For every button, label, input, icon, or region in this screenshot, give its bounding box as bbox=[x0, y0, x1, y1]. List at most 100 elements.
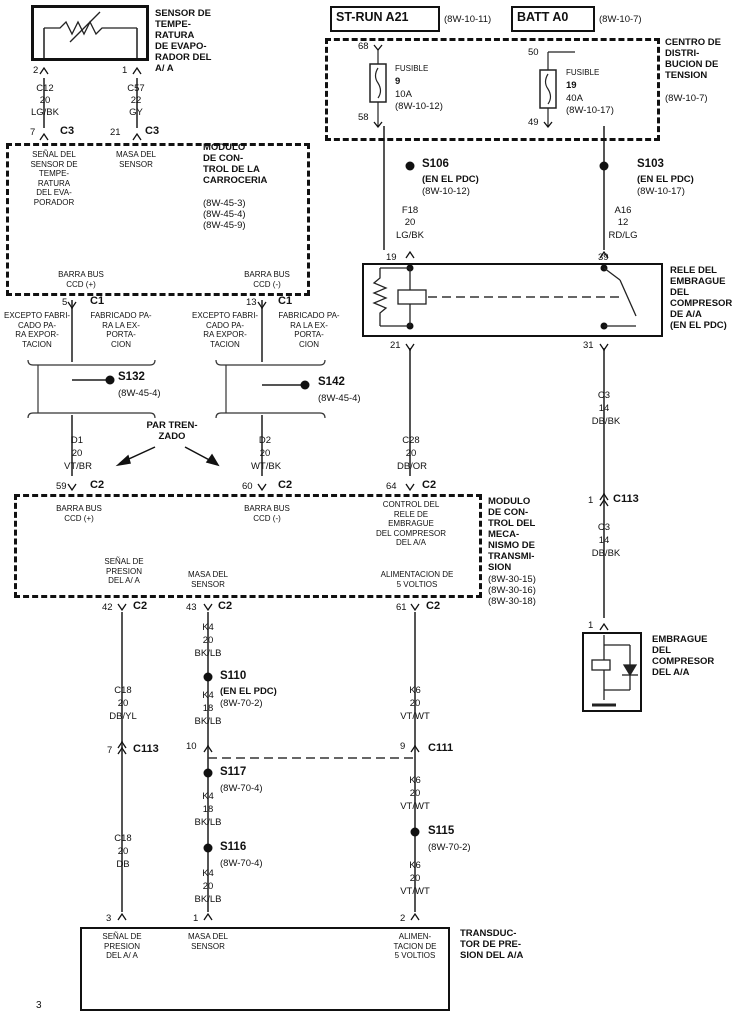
c28-pin: 64 bbox=[386, 481, 397, 492]
c111-pin-left: 10 bbox=[186, 741, 197, 752]
k4d-circuit: K4 bbox=[202, 868, 214, 879]
k6b-gauge: 20 bbox=[409, 788, 421, 799]
c111-conn: C111 bbox=[428, 742, 454, 754]
k4d-gauge: 20 bbox=[202, 881, 214, 892]
k6c-gauge: 20 bbox=[409, 873, 421, 884]
transducer-pin1: 1 bbox=[193, 913, 199, 924]
fabricado-right: FABRICADO PA- RA LA EX- PORTA- CION bbox=[278, 311, 340, 349]
bcm-c1-right: C1 bbox=[278, 295, 293, 307]
k6b-circuit: K6 bbox=[409, 775, 421, 786]
d1-pin: 59 bbox=[56, 481, 67, 492]
clutch-title: EMBRAGUE DEL COMPRESOR DEL A/A bbox=[652, 634, 715, 678]
evap-sensor-title: SENSOR DE TEMPE- RATURA DE EVAPO- RADOR … bbox=[155, 8, 212, 74]
a16-gauge: 12 bbox=[617, 217, 629, 228]
relay-box bbox=[362, 263, 663, 337]
fuse9-amp: 10A bbox=[395, 89, 412, 100]
c57-circuit: C57 bbox=[127, 83, 145, 94]
c28-color: DB/OR bbox=[396, 461, 428, 472]
c12-color: LG/BK bbox=[31, 107, 59, 118]
tcm-bus-neg: BARRA BUS CCD (-) bbox=[244, 504, 290, 523]
s142-label: S142 bbox=[318, 376, 345, 388]
tcm-c2-d: C2 bbox=[133, 600, 148, 612]
k6c-circuit: K6 bbox=[409, 860, 421, 871]
a16-color: RD/LG bbox=[608, 230, 638, 241]
excepto-left: EXCEPTO FABRI- CADO PA- RA EXPOR- TACION bbox=[4, 311, 71, 349]
fuse9-in-pin: 68 bbox=[358, 41, 369, 52]
c18a-circuit: C18 bbox=[114, 685, 132, 696]
tcm-pin43: 43 bbox=[186, 602, 197, 613]
s110-label: S110 bbox=[220, 670, 247, 682]
k6b-color: VT/WT bbox=[400, 801, 430, 812]
bcm-refs: (8W-45-3) (8W-45-4) (8W-45-9) bbox=[203, 198, 246, 231]
d1-circuit: D1 bbox=[70, 435, 84, 446]
c28-circuit: C28 bbox=[402, 435, 420, 446]
c18a-color: DB/YL bbox=[109, 711, 137, 722]
bcm-c1-left: C1 bbox=[90, 295, 105, 307]
s116-ref: (8W-70-4) bbox=[220, 858, 263, 869]
st-run-box bbox=[330, 6, 440, 32]
tcm-ctrl: CONTROL DEL RELE DE EMBRAGUE DEL COMPRES… bbox=[376, 500, 446, 547]
bcm-signal-label: SEÑAL DEL SENSOR DE TEMPE- RATURA DEL EV… bbox=[30, 150, 78, 207]
c113-top-conn: C113 bbox=[613, 493, 639, 505]
s106-sub: (EN EL PDC) bbox=[422, 174, 479, 185]
s110-sub: (EN EL PDC) bbox=[220, 686, 277, 697]
batt-ref: (8W-10-7) bbox=[599, 14, 642, 25]
a16-circuit: A16 bbox=[614, 205, 632, 216]
s117-label: S117 bbox=[220, 766, 247, 778]
batt-label: BATT A0 bbox=[517, 10, 569, 24]
pdc-title: CENTRO DE DISTRI- BUCION DE TENSION bbox=[665, 37, 721, 81]
k4c-color: BK/LB bbox=[194, 817, 222, 828]
c12-circuit: C12 bbox=[36, 83, 54, 94]
k6a-gauge: 20 bbox=[409, 698, 421, 709]
c3b-color: DB/BK bbox=[591, 548, 621, 559]
bcm-bus-pos: BARRA BUS CCD (+) bbox=[58, 270, 104, 289]
s132-ref: (8W-45-4) bbox=[118, 388, 161, 399]
st-run-label: ST-RUN A21 bbox=[336, 10, 409, 24]
k4a-gauge: 20 bbox=[202, 635, 214, 646]
c57-gauge: 22 bbox=[130, 95, 142, 106]
s132-label: S132 bbox=[118, 371, 145, 383]
fabricado-left: FABRICADO PA- RA LA EX- PORTA- CION bbox=[90, 311, 152, 349]
transducer-pin2: 2 bbox=[400, 913, 406, 924]
st-run-ref: (8W-10-11) bbox=[444, 14, 492, 25]
bcm-box bbox=[6, 143, 310, 296]
transducer-masa: MASA DEL SENSOR bbox=[187, 932, 228, 951]
bcm-pin5: 5 bbox=[62, 297, 68, 308]
f18-gauge: 20 bbox=[404, 217, 416, 228]
c3b-pin: 1 bbox=[588, 620, 594, 631]
s116-label: S116 bbox=[220, 841, 247, 853]
bcm-c3-left: C3 bbox=[60, 125, 75, 137]
c12-gauge: 20 bbox=[39, 95, 51, 106]
bcm-masa-label: MASA DEL SENSOR bbox=[115, 150, 156, 169]
c113-low-conn: C113 bbox=[133, 743, 159, 755]
c3b-circuit: C3 bbox=[597, 522, 611, 533]
tcm-c2-f: C2 bbox=[426, 600, 441, 612]
relay-title: RELE DEL EMBRAGUE DEL COMPRESOR DE A/A (… bbox=[670, 265, 733, 331]
tcm-c2-c: C2 bbox=[422, 479, 437, 491]
c18a-gauge: 20 bbox=[117, 698, 129, 709]
fuse19-num: 19 bbox=[566, 80, 577, 91]
bcm-title: MODULO DE CON- TROL DE LA CARROCERIA bbox=[203, 142, 268, 186]
fuse19-out-pin: 49 bbox=[528, 117, 539, 128]
tcm-c2-e: C2 bbox=[218, 600, 233, 612]
relay-pin21: 21 bbox=[390, 340, 401, 351]
s115-label: S115 bbox=[428, 825, 455, 837]
bcm-c3-right: C3 bbox=[145, 125, 160, 137]
k4a-color: BK/LB bbox=[194, 648, 222, 659]
k4c-circuit: K4 bbox=[202, 791, 214, 802]
c12-pin: 2 bbox=[33, 65, 39, 76]
fuse9-out-pin: 58 bbox=[358, 112, 369, 123]
batt-box bbox=[511, 6, 595, 32]
transducer-alim: ALIMEN- TACION DE 5 VOLTIOS bbox=[393, 932, 437, 960]
k4d-color: BK/LB bbox=[194, 894, 222, 905]
evap-sensor-box bbox=[31, 5, 149, 61]
s106-ref: (8W-10-12) bbox=[422, 186, 470, 197]
s115-ref: (8W-70-2) bbox=[428, 842, 471, 853]
tcm-bus-pos: BARRA BUS CCD (+) bbox=[56, 504, 102, 523]
tcm-signal: SEÑAL DE PRESION DEL A/ A bbox=[104, 557, 144, 585]
d2-circuit: D2 bbox=[258, 435, 272, 446]
tcm-pin61: 61 bbox=[396, 602, 407, 613]
bcm-bus-neg: BARRA BUS CCD (-) bbox=[244, 270, 290, 289]
s103-sub: (EN EL PDC) bbox=[637, 174, 694, 185]
